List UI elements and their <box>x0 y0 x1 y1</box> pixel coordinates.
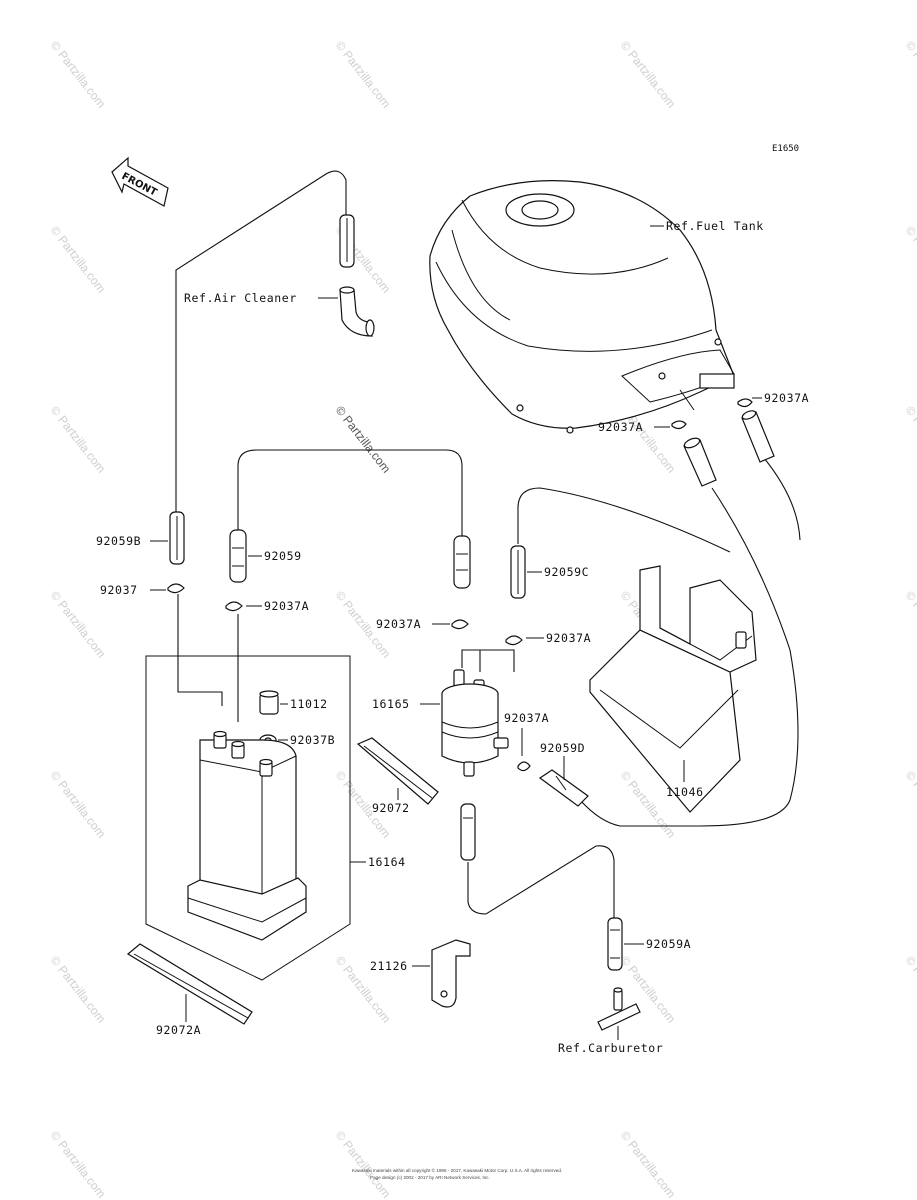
clamp-92037A-mid-right <box>505 635 523 646</box>
hose-92059 <box>229 529 247 583</box>
clamp-92037A-tank-left <box>671 420 687 430</box>
fuel-tank <box>429 180 735 434</box>
part-16165: 16165 <box>372 697 410 711</box>
watermark: © Partzilla.com <box>903 223 917 295</box>
cap-11012 <box>259 690 279 715</box>
part-92059A: 92059A <box>646 937 691 951</box>
part-92059D: 92059D <box>540 741 585 755</box>
clamp-92037A-mid <box>451 619 469 630</box>
strap-92072 <box>356 737 439 805</box>
part-92037A-filter: 92037A <box>504 711 549 725</box>
clamp-92037 <box>167 583 185 594</box>
watermark: © Partzilla.com <box>48 223 109 295</box>
hose-92059-right <box>453 535 471 589</box>
part-92037A-mid: 92037A <box>376 617 421 631</box>
watermark: © Partzilla.com <box>48 588 109 660</box>
ref-carburetor-label: Ref.Carburetor <box>558 1041 663 1055</box>
canister-assembly-outline <box>145 655 351 981</box>
part-92037: 92037 <box>100 583 138 597</box>
part-16164: 16164 <box>368 855 406 869</box>
watermark: © Partzilla.com <box>333 38 394 110</box>
strap-92072A <box>126 943 253 1025</box>
hose-92059-lower <box>460 803 476 861</box>
hose-92059C <box>510 545 526 599</box>
hose-92059D <box>538 769 589 807</box>
part-11046: 11046 <box>666 785 704 799</box>
tank-hose-right <box>741 410 775 463</box>
watermark: © Partzilla.com <box>618 1128 679 1200</box>
part-92059: 92059 <box>264 549 302 563</box>
footer-copyright: Kawasaki materials within all copyright … <box>352 1167 562 1173</box>
air-cleaner-elbow <box>339 286 375 337</box>
part-92037A-tank-left: 92037A <box>598 420 643 434</box>
bracket-21126 <box>431 939 471 1008</box>
clamp-92037A-filter <box>517 761 531 772</box>
part-92037B: 92037B <box>290 733 335 747</box>
front-arrow-icon: FRONT <box>111 156 169 207</box>
watermark: © Partzilla.com <box>48 768 109 840</box>
watermark: © Partzilla.com <box>333 403 394 475</box>
watermark: © Partzilla.com <box>903 588 917 660</box>
hose-92059B <box>169 511 185 565</box>
part-92059C: 92059C <box>544 565 589 579</box>
tank-hose-left <box>683 437 717 487</box>
part-92072: 92072 <box>372 801 410 815</box>
hose-92059A <box>607 917 623 971</box>
fuel-filter-16165 <box>441 669 509 777</box>
footer-design: Page design (c) 2002 - 2017 by ARI Netwo… <box>370 1175 490 1180</box>
ref-fuel-tank-label: Ref.Fuel Tank <box>666 219 764 233</box>
watermark: © Partzilla.com <box>333 1128 394 1200</box>
air-cleaner-hose <box>339 214 355 268</box>
part-92037A-left: 92037A <box>264 599 309 613</box>
watermark: © Partzilla.com <box>903 768 917 840</box>
part-92037A-mid-right: 92037A <box>546 631 591 645</box>
watermark: © Partzilla.com <box>48 1128 109 1200</box>
watermark: © Partzilla.com <box>903 38 917 110</box>
ref-air-cleaner-label: Ref.Air Cleaner <box>184 291 297 305</box>
bracket-11046 <box>589 565 757 813</box>
watermark: © Partzilla.com <box>48 403 109 475</box>
part-11012: 11012 <box>290 697 328 711</box>
watermark: © Partzilla.com <box>48 953 109 1025</box>
clamp-92037A-tank-right <box>737 398 753 408</box>
part-92072A: 92072A <box>156 1023 201 1037</box>
diagram-code: E1650 <box>772 144 799 154</box>
part-92037A-tank-right: 92037A <box>764 391 809 405</box>
watermark: © Partzilla.com <box>903 953 917 1025</box>
clamp-92037A-left <box>225 601 243 612</box>
hose-routing <box>175 170 801 918</box>
watermark: © Partzilla.com <box>903 403 917 475</box>
part-92059B: 92059B <box>96 534 141 548</box>
charcoal-canister <box>187 730 307 941</box>
part-21126: 21126 <box>370 959 408 973</box>
carburetor-t-fitting <box>597 987 641 1031</box>
watermark: © Partzilla.com <box>48 38 109 110</box>
watermark: © Partzilla.com <box>618 38 679 110</box>
